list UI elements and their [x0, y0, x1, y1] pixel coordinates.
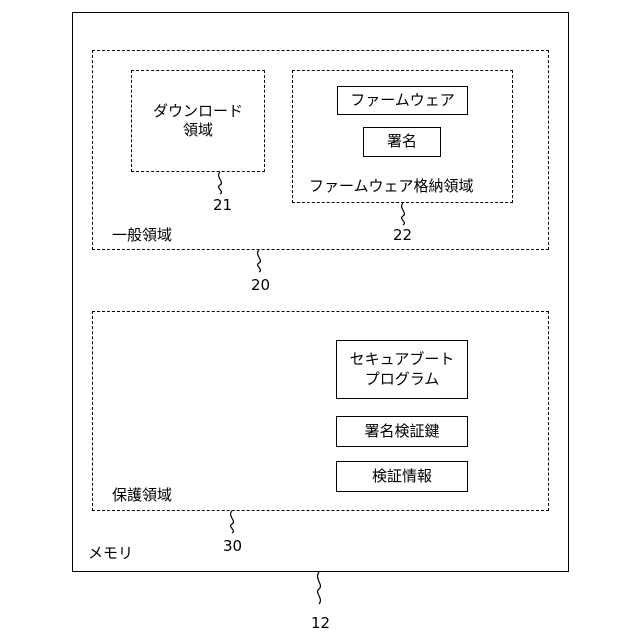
leader-line-20 [253, 250, 265, 272]
ref-30: 30 [223, 537, 242, 555]
ref-12: 12 [311, 614, 330, 632]
signature-verification-key-box: 署名検証鍵 [336, 416, 468, 447]
secure-boot-program-line1: セキュアブート [350, 350, 455, 370]
signature-box: 署名 [363, 127, 441, 157]
secure-boot-program-line2: プログラム [365, 370, 440, 390]
signature-label: 署名 [387, 132, 417, 152]
download-area-box: ダウンロード 領域 [131, 70, 265, 172]
download-area-label-line2: 領域 [183, 121, 213, 141]
firmware-box: ファームウェア [337, 86, 468, 115]
download-area-label-line1: ダウンロード [153, 102, 243, 122]
firmware-storage-area-label: ファームウェア格納領域 [309, 177, 474, 196]
signature-verification-key-label: 署名検証鍵 [364, 422, 439, 442]
verification-info-label: 検証情報 [372, 467, 432, 487]
protected-area-label: 保護領域 [112, 486, 172, 505]
verification-info-box: 検証情報 [336, 461, 468, 492]
leader-line-30 [226, 511, 238, 533]
ref-21: 21 [213, 196, 232, 214]
general-area-label: 一般領域 [112, 226, 172, 245]
secure-boot-program-box: セキュアブート プログラム [336, 340, 468, 399]
ref-20: 20 [251, 276, 270, 294]
leader-line-21 [214, 172, 226, 194]
leader-line-12 [313, 572, 325, 604]
leader-line-22 [397, 203, 409, 225]
firmware-label: ファームウェア [350, 91, 455, 111]
memory-label: メモリ [88, 544, 133, 563]
protected-area-box [92, 311, 549, 511]
ref-22: 22 [393, 226, 412, 244]
